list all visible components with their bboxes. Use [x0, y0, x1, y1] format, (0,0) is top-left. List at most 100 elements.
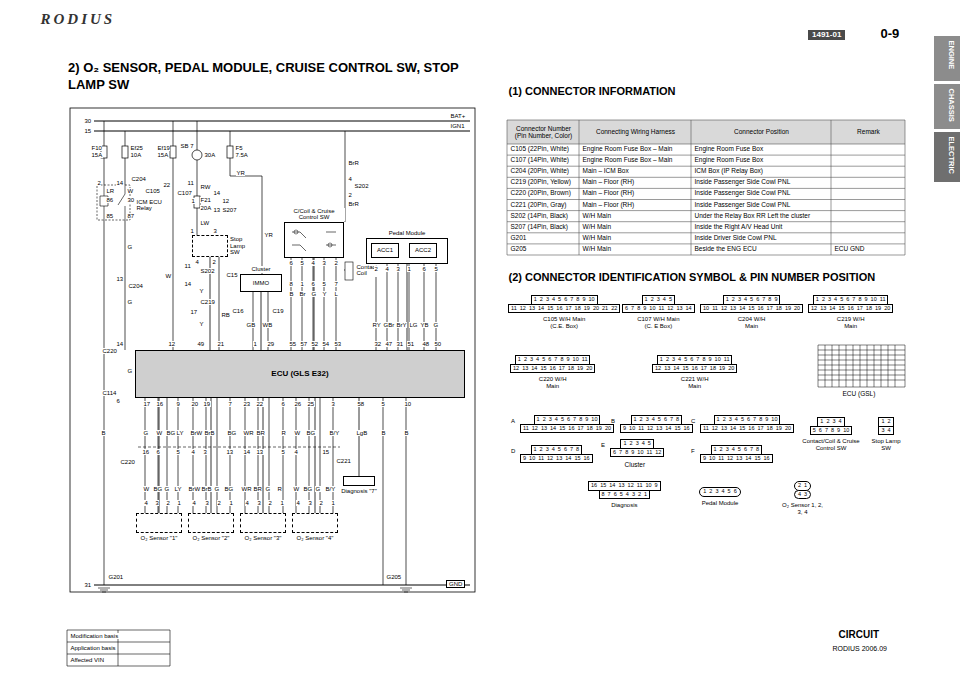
connector-caption: O₂ Sensor 1, 2, 3, 4 — [780, 502, 825, 515]
wire-label: 14 — [116, 341, 124, 347]
node-heading: O₂ Sensor "1" — [141, 535, 178, 542]
wire-label: 14 — [116, 180, 124, 186]
connector-box: Diagnosis "7" — [343, 476, 375, 486]
wire-label: GB — [246, 322, 256, 328]
wire-label: WR — [241, 486, 252, 492]
wire-label: S202 — [200, 268, 215, 274]
wire-label: 10A — [130, 152, 142, 158]
pin-numbers: 11 12 13 14 15 16 17 18 19 20 — [520, 424, 614, 434]
node-heading: O₂ Sensor "3" — [245, 535, 282, 542]
wire-label: 9 — [176, 401, 180, 407]
node-heading: C/Coil & Cruise Control SW — [283, 208, 345, 221]
table-cell: ICM Box (IP Relay Box) — [694, 168, 764, 175]
part-caption: ECU (GSL) — [842, 391, 876, 398]
table-cell: C204 (20Pin, White) — [510, 168, 570, 175]
pin-numbers: 4 3 — [794, 490, 811, 500]
diagram-frame — [70, 108, 475, 592]
wire-label: B — [404, 430, 409, 436]
wire-label: 5 — [176, 449, 180, 455]
wire-label: 13 — [256, 449, 264, 455]
wire-label: 4 — [245, 500, 249, 506]
page-number: 0-9 — [880, 27, 900, 41]
wire-label: 4 — [311, 260, 315, 266]
wire-label: G — [127, 368, 133, 374]
ground-label: GND — [446, 580, 465, 588]
wire-label: W — [156, 430, 163, 436]
table-cell: S202 (14Pin, Black) — [510, 213, 568, 220]
pin-numbers: 11 12 13 14 15 16 17 18 19 20 — [700, 424, 794, 434]
wire-connector — [407, 264, 408, 350]
wire-label: Y — [322, 291, 327, 297]
wire-label: 4 — [348, 176, 352, 182]
wire-label: 48 — [422, 341, 430, 347]
table-cell: C220 (20Pin, Brown) — [510, 190, 571, 197]
wire-label: 17 — [190, 309, 198, 315]
wire-label: BrR — [348, 160, 359, 166]
connector-letter: B — [611, 418, 615, 424]
pin-numbers: 11 12 13 14 15 16 17 18 19 20 21 22 — [508, 304, 620, 314]
wire-label: C204 — [131, 176, 146, 182]
wire-label: C19 — [272, 308, 284, 314]
wire-label: C15 — [226, 272, 238, 278]
wire-label: 6 — [422, 266, 426, 272]
wire-label: 13 — [116, 276, 124, 282]
table-header: Connecting Wiring Harness — [581, 121, 690, 143]
pin-numbers: 9 10 11 12 13 14 15 16 — [620, 424, 693, 434]
wire-label: 5 — [434, 266, 438, 272]
wire-label: 5 — [322, 281, 326, 287]
wire-label: 86 — [106, 197, 114, 203]
wire-label: YR — [236, 170, 245, 176]
table-cell: Inside Driver Side Cowl PNL — [694, 235, 777, 242]
table-cell: Main – Floor (RH) — [582, 179, 635, 186]
fusible-link — [192, 150, 202, 160]
wire-label: 3 — [322, 260, 326, 266]
wire-label: R — [281, 430, 286, 436]
table-cell: Inside Passenger Side Cowl PNL — [694, 190, 791, 197]
wire-label: RB — [221, 312, 230, 318]
switch-box: Stop Lamp SW — [192, 235, 228, 257]
pin-numbers: 8 7 6 5 4 3 2 1 — [599, 490, 651, 500]
wire-label: 2 — [348, 192, 352, 198]
wire-label: BG — [227, 430, 237, 436]
wire-label: 5 — [300, 260, 304, 266]
wire-label: 3 — [203, 449, 207, 455]
side-tab-text: ELECTRIC — [947, 136, 955, 175]
wire-label: R — [277, 486, 282, 492]
table-cell: C219 (20Pin, Yellow) — [510, 179, 571, 186]
connector-symbol: 1 2 3 4 5 6 7 8 910 11 12 13 14 15 16 17… — [700, 296, 803, 329]
table-header-band — [507, 120, 905, 144]
switch-symbol — [292, 232, 336, 251]
diagram-title: 2) O₂ SENSOR, PEDAL MODULE, CRUISE CONTR… — [68, 60, 478, 94]
pin-numbers: 6 7 8 9 10 11 12 13 14 — [622, 304, 695, 314]
node-heading: Pedal Module — [389, 230, 426, 237]
connector-symbol: D1 2 3 4 5 6 7 89 10 11 12 13 14 15 16 — [520, 446, 593, 463]
connector-symbol: 1 23 4Stop Lamp SW — [870, 418, 902, 451]
wire-label: B/Y — [329, 430, 340, 436]
wire-label: G — [315, 486, 321, 492]
connector-caption: C221 W/H Main — [675, 376, 715, 389]
wire-label: 87 — [127, 213, 135, 219]
wire-label: 11 — [184, 263, 191, 269]
wire-label: 1 — [280, 500, 284, 506]
wire-label: 5 — [281, 449, 285, 455]
wire-label: 2 — [374, 266, 378, 272]
table-cell: G205 — [510, 246, 527, 253]
connector-symbol: 1 2 3 4 56 7 8 9 10 11 12 13 14C107 W/H … — [622, 296, 695, 329]
wire-label: 53 — [334, 341, 342, 347]
wire-label: BR — [256, 430, 265, 436]
wire-label: 2 — [217, 500, 221, 506]
wire-label: 4 — [191, 449, 195, 455]
wire-label: 17 — [143, 401, 151, 407]
wire-label: B — [289, 291, 294, 297]
wire-label: 7 — [334, 281, 338, 287]
connector-caption: C107 W/H Main (C. E Box) — [636, 316, 681, 329]
wire-label: F21 — [200, 197, 211, 203]
node-heading: Stop Lamp SW — [230, 236, 256, 256]
node-text: ACC2 — [415, 247, 431, 254]
wire-label: SB 7 — [180, 143, 194, 149]
footer-table — [67, 630, 170, 666]
table-header: Remark — [833, 121, 904, 143]
wire-label: 32 — [374, 341, 382, 347]
wire-label: 15 — [322, 449, 330, 455]
wire-label: 6 — [116, 398, 120, 404]
